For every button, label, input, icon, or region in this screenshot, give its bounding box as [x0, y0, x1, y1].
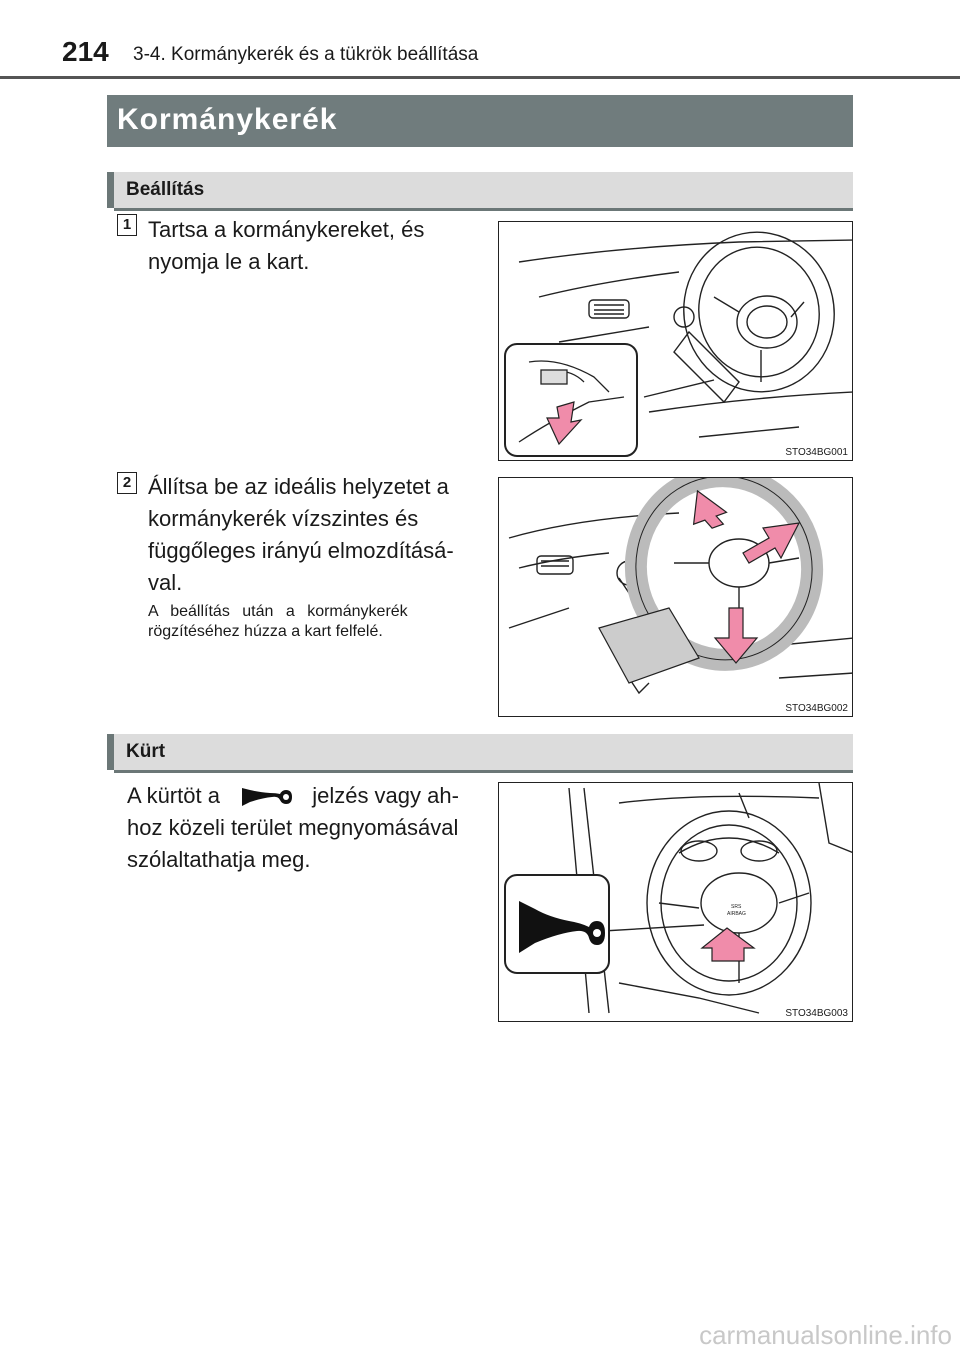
figure-2-caption: STO34BG002 — [785, 703, 848, 714]
svg-text:AIRBAG: AIRBAG — [727, 911, 746, 917]
step-2-text-line: val. — [148, 570, 183, 595]
step-1-badge: 1 — [117, 214, 137, 236]
horn-text-line: szólaltathatja meg. — [127, 847, 311, 872]
horn-illustration: SRS AIRBAG — [504, 783, 852, 1014]
step-2-text-line: függőleges irányú elmozdításá- — [148, 538, 454, 563]
subsection-adjust-bar: Beállítás — [107, 172, 853, 211]
watermark: carmanualsonline.info — [699, 1320, 952, 1350]
section-title-bar: Kormánykerék — [107, 95, 853, 147]
horn-icon — [236, 784, 296, 810]
figure-1-caption: STO34BG001 — [785, 447, 848, 458]
horn-text-line: A kürtöt a jelzés vagy ah- — [127, 780, 477, 812]
steering-adjust-illustration — [508, 478, 852, 695]
running-title: 3-4. Kormánykerék és a tükrök beállítása — [133, 44, 479, 65]
horn-text: A kürtöt a jelzés vagy ah- hoz közeli te… — [127, 780, 477, 876]
steering-lever-illustration — [504, 231, 852, 457]
step-2-note-line: A beállítás után a kormánykerék — [148, 603, 408, 620]
step-2-text-line: Állítsa be az ideális helyzetet a — [148, 474, 449, 499]
step-2-text: Állítsa be az ideális helyzetet a kormán… — [148, 471, 478, 599]
svg-text:SRS: SRS — [731, 904, 742, 910]
section-title: Kormánykerék — [117, 103, 338, 136]
header-rule — [0, 76, 960, 79]
page-number: 214 — [62, 36, 109, 67]
page-header: 214 3-4. Kormánykerék és a tükrök beállí… — [0, 0, 960, 80]
horn-text-after: jelzés vagy ah- — [312, 783, 459, 808]
figure-steering-adjust: STO34BG002 — [498, 477, 853, 717]
step-1-text: Tartsa a kormánykereket, és nyomja le a … — [148, 214, 478, 278]
figure-steering-lever: STO34BG001 — [498, 221, 853, 461]
figure-horn: SRS AIRBAG STO34BG003 — [498, 782, 853, 1022]
subsection-horn-title: Kürt — [126, 741, 166, 762]
step-2-note: A beállítás után a kormánykerék rögzítés… — [148, 602, 478, 642]
figure-3-caption: STO34BG003 — [785, 1008, 848, 1019]
step-2-badge: 2 — [117, 472, 137, 494]
horn-text-line: hoz közeli terület megnyomásával — [127, 815, 459, 840]
subsection-adjust-title: Beállítás — [126, 179, 205, 200]
step-2-note-line: rögzítéséhez húzza a kart felfelé. — [148, 623, 383, 640]
step-1-text-line: Tartsa a kormánykereket, és — [148, 217, 425, 242]
horn-text-before: A kürtöt a — [127, 783, 220, 808]
step-2-text-line: kormánykerék vízszintes és — [148, 506, 419, 531]
subsection-horn-bar: Kürt — [107, 734, 853, 773]
step-1-text-line: nyomja le a kart. — [148, 249, 310, 274]
